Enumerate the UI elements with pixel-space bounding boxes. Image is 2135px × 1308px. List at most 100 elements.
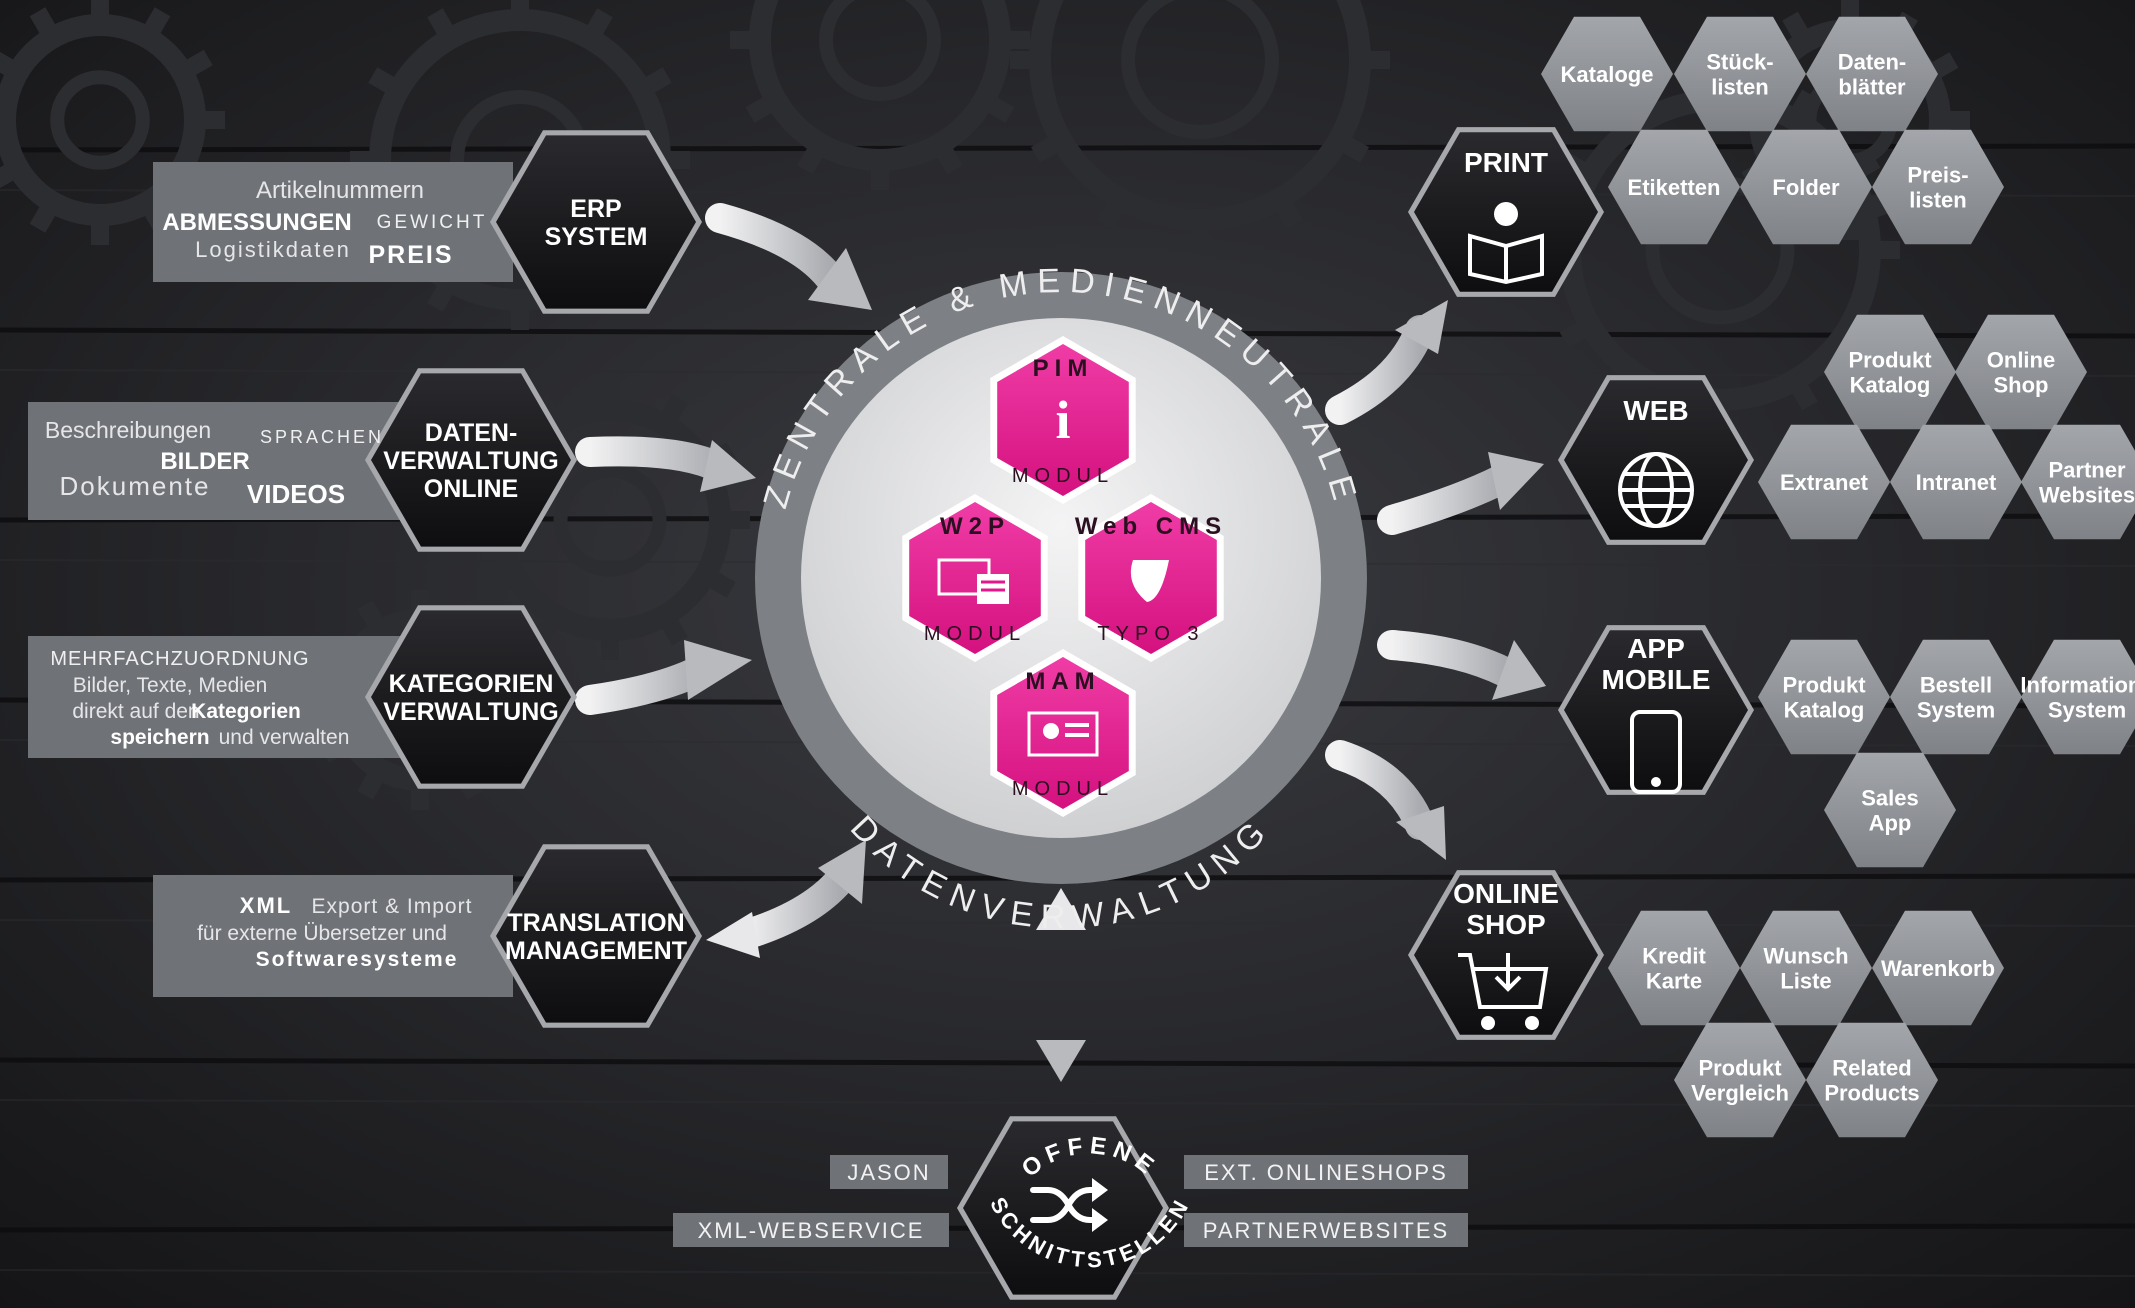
output-item-label: Stück- (1706, 49, 1773, 74)
output-item-label: Produkt (1848, 347, 1932, 372)
output-item-label: Extranet (1780, 470, 1869, 495)
output-hex-label: APP (1627, 633, 1685, 664)
arrow-center-interfaces-bidirectional (1036, 888, 1086, 1082)
module-title: MAM (1025, 668, 1100, 695)
source-detail-text: Artikelnummern (256, 177, 424, 204)
output-items: Kataloge Stück-listen Daten-blätterEtikett… (1541, 16, 2004, 245)
source-hex-label: SYSTEM (545, 223, 648, 251)
output-item-hex: Stück-listen (1674, 16, 1806, 132)
output-item-hex: InformationsSystem (2020, 639, 2135, 755)
interface-tag-label: XML-WEBSERVICE (698, 1218, 925, 1243)
output-item-hex: Etiketten (1608, 129, 1740, 245)
interface-tag: PARTNERWEBSITES (1184, 1213, 1468, 1247)
source-detail-text: ABMESSUNGEN (162, 209, 351, 236)
source-detail-box (28, 636, 428, 758)
module-title: Web CMS (1075, 513, 1227, 540)
output-hex: PRINT (1408, 127, 1604, 297)
arrow-center-to-web (1377, 452, 1544, 535)
source-detail-text: Beschreibungen (45, 417, 211, 443)
module-subtitle: MODUL (1012, 778, 1114, 800)
web-to-print-icon (937, 558, 1009, 604)
source-hex-label: DATEN- (425, 419, 518, 447)
output-item-label: Produkt (1782, 672, 1866, 697)
source-detail-text: Dokumente (60, 471, 211, 501)
output-item-label: Kataloge (1561, 62, 1654, 87)
output-item-label: Etiketten (1628, 175, 1721, 200)
output-hex-label: PRINT (1464, 147, 1548, 178)
flow-arrows (575, 203, 1546, 1082)
interface-tag: EXT. ONLINESHOPS (1184, 1155, 1468, 1189)
source-detail-box (28, 402, 428, 520)
output-item-label: Katalog (1850, 372, 1931, 397)
output-hex: ONLINESHOP (1408, 870, 1604, 1040)
cart-icon (1458, 953, 1549, 1030)
module-subtitle: MODUL (1012, 465, 1114, 487)
source-detail-text: direkt auf den (72, 700, 199, 723)
output-item-label: Kredit (1642, 943, 1706, 968)
output-hex-label: WEB (1623, 395, 1688, 426)
output-channels: Kataloge Stück-listen Daten-blätterEtikett… (1408, 16, 2135, 1138)
source-detail-text: Export & Import (312, 895, 473, 918)
output-item-hex: Intranet (1890, 424, 2022, 540)
output-item-label: Related (1832, 1055, 1911, 1080)
output-item-label: Daten- (1838, 49, 1906, 74)
arrow-erp-to-center (705, 203, 872, 310)
output-item-hex: Warenkorb (1872, 910, 2004, 1026)
source-detail-text: PREIS (368, 241, 453, 269)
smartphone-icon (1630, 710, 1682, 794)
output-item-label: Karte (1646, 968, 1702, 993)
module-subtitle: TYPO 3 (1097, 623, 1204, 645)
interface-tag-label: EXT. ONLINESHOPS (1204, 1160, 1448, 1185)
output-item-label: Shop (1994, 372, 2049, 397)
arrow-center-to-app (1377, 630, 1546, 700)
globe-icon (1618, 452, 1694, 528)
open-interfaces: OFFENESCHNITTSTELLENJASONXML-WEBSERVICEE… (673, 1116, 1468, 1300)
output-item-label: App (1869, 810, 1912, 835)
output-item-label: Sales (1861, 785, 1919, 810)
output-item-label: Products (1824, 1080, 1919, 1105)
output-item-hex: Kataloge (1541, 16, 1673, 132)
source-detail-text: speichern (110, 726, 209, 749)
output-item-label: Katalog (1784, 697, 1865, 722)
output-hex-label: SHOP (1466, 909, 1545, 940)
source-detail-text: SPRACHEN (260, 427, 384, 447)
interface-tag: XML-WEBSERVICE (673, 1213, 949, 1247)
arrow-center-to-print (1325, 300, 1448, 425)
source-kategorien: KATEGORIENVERWALTUNGMEHRFACHZUORDNUNGBil… (28, 605, 577, 789)
module-subtitle: MODUL (924, 623, 1026, 645)
module-title: W2P (940, 513, 1010, 540)
source-hex-label: TRANSLATION (507, 909, 684, 937)
output-item-label: blätter (1838, 74, 1906, 99)
output-item-hex: Extranet (1758, 424, 1890, 540)
arrow-data-to-center (575, 436, 756, 492)
source-detail-text: MEHRFACHZUORDNUNG (50, 648, 309, 670)
module-mam: MAM MODUL (990, 649, 1136, 817)
source-detail-text: Kategorien (191, 700, 301, 723)
source-detail-box (153, 875, 513, 997)
interface-tag-label: JASON (847, 1160, 930, 1185)
output-item-label: listen (1711, 74, 1768, 99)
output-hex-label: ONLINE (1453, 878, 1559, 909)
source-detail-text: für externe Übersetzer und (197, 922, 447, 945)
media-asset-icon (1027, 711, 1099, 757)
